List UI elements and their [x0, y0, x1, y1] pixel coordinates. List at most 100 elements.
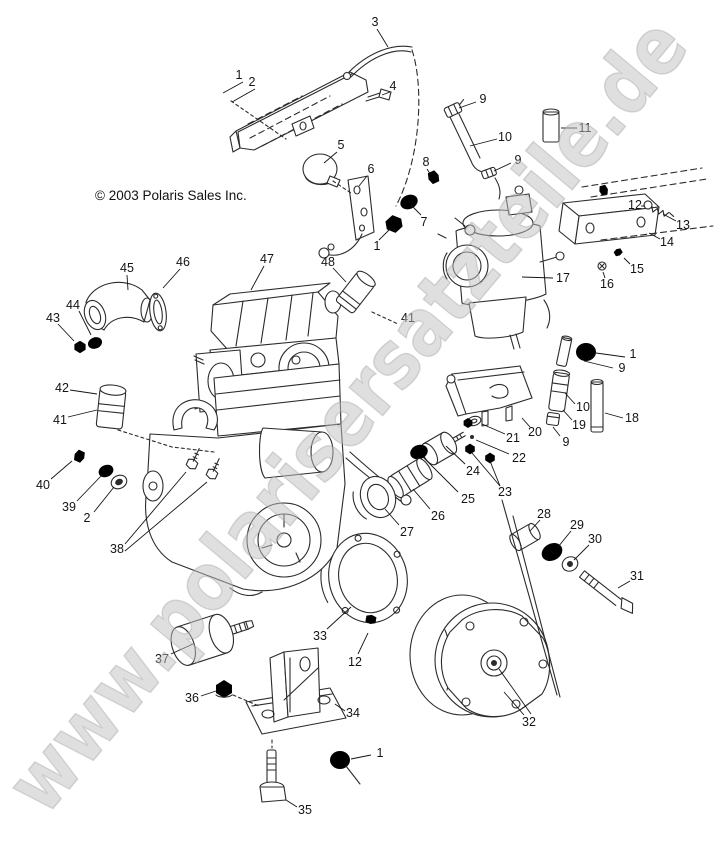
part-callout-30: 30	[588, 532, 602, 546]
leader-line-10	[469, 138, 498, 147]
part-callout-16: 16	[600, 277, 614, 291]
leader-line-23	[471, 452, 501, 487]
part-callout-44: 44	[66, 298, 80, 312]
vent-hose	[342, 45, 420, 207]
leader-line-39	[76, 474, 103, 502]
part-callout-9: 9	[515, 153, 522, 167]
part-callout-33: 33	[313, 629, 327, 643]
leader-line-16	[602, 271, 606, 279]
leader-line-21	[481, 423, 506, 435]
part-callout-6: 6	[368, 162, 375, 176]
rear-mount-parts	[352, 431, 466, 520]
leader-line-28	[529, 519, 541, 532]
part-callout-36: 36	[185, 691, 199, 705]
part-callout-42: 42	[55, 381, 69, 395]
fuel-valve-assembly	[545, 335, 604, 433]
part-callout-23: 23	[498, 485, 512, 499]
leader-line-5	[323, 151, 338, 164]
leader-line-7	[410, 204, 422, 216]
leader-line-27	[384, 508, 400, 526]
leader-line-3	[376, 28, 389, 48]
leader-line-38	[124, 471, 187, 545]
leader-line-15	[623, 257, 631, 265]
part-callout-1: 1	[374, 239, 381, 253]
leader-line-1	[378, 228, 391, 241]
upper-mount-and-bracket	[302, 153, 442, 259]
leader-line-45	[126, 274, 129, 291]
leader-line-2	[231, 88, 256, 103]
part-callout-27: 27	[400, 525, 414, 539]
water-pump-cover	[409, 594, 551, 718]
leader-line-8	[426, 168, 432, 176]
part-callout-10: 10	[498, 130, 512, 144]
leader-line-10	[564, 392, 576, 405]
leader-line-42	[69, 389, 98, 395]
part-callout-29: 29	[570, 518, 584, 532]
leader-line-34	[334, 703, 346, 712]
heat-shield	[445, 365, 533, 464]
intake-elbow-and-flange	[74, 281, 167, 354]
part-callout-25: 25	[461, 492, 475, 506]
leader-line-38	[124, 481, 208, 552]
leader-line-17	[521, 276, 554, 279]
leader-lines-layer	[50, 28, 677, 808]
part-callout-9: 9	[480, 92, 487, 106]
leader-line-41	[67, 409, 98, 418]
leader-line-9	[552, 426, 561, 437]
part-callout-2: 2	[84, 511, 91, 525]
carb-boot	[335, 270, 376, 314]
leader-line-32	[503, 691, 525, 716]
part-callout-10: 10	[576, 400, 590, 414]
leader-line-20	[521, 417, 531, 428]
leader-line-22	[475, 439, 510, 455]
leader-line-19	[562, 409, 573, 421]
part-callout-19: 19	[572, 418, 586, 432]
leader-line-30	[573, 544, 590, 561]
leader-line-23	[489, 460, 501, 487]
part-callout-38: 38	[110, 542, 124, 556]
leader-line-31	[617, 580, 631, 589]
leader-line-35	[285, 799, 298, 808]
part-callout-13: 13	[676, 218, 690, 232]
leader-line-9	[493, 162, 512, 172]
leader-line-44	[78, 310, 92, 336]
part-callout-32: 32	[522, 715, 536, 729]
frame-rail	[229, 71, 369, 153]
leader-line-1	[595, 352, 626, 358]
part-callout-41: 41	[401, 311, 415, 325]
leader-line-37	[170, 643, 194, 655]
part-callout-28: 28	[537, 507, 551, 521]
part-callout-24: 24	[466, 464, 480, 478]
part-callout-21: 21	[506, 431, 520, 445]
part-callout-45: 45	[120, 261, 134, 275]
part-callout-1: 1	[377, 746, 384, 760]
gasket-ring	[320, 532, 408, 642]
part-callout-3: 3	[372, 15, 379, 29]
leader-line-1	[350, 754, 372, 760]
part-callout-1: 1	[236, 68, 243, 82]
part-callout-47: 47	[260, 252, 274, 266]
part-callout-12: 12	[348, 655, 362, 669]
part-callout-40: 40	[36, 478, 50, 492]
leader-line-9	[458, 101, 477, 109]
part-callout-26: 26	[431, 509, 445, 523]
part-callout-17: 17	[556, 271, 570, 285]
leader-line-4	[381, 91, 391, 96]
part-callout-11: 11	[579, 121, 592, 135]
part-callout-9: 9	[619, 361, 626, 375]
leader-line-6	[358, 175, 368, 187]
part-callout-8: 8	[423, 155, 430, 169]
leader-line-9	[583, 360, 614, 369]
part-callout-14: 14	[660, 235, 674, 249]
assembly-guide-lines	[501, 499, 561, 698]
part-callout-37: 37	[155, 652, 169, 666]
part-callout-4: 4	[390, 79, 397, 93]
breather-hose	[95, 311, 399, 453]
part-callout-9: 9	[563, 435, 570, 449]
part-callout-39: 39	[62, 500, 76, 514]
part-callout-15: 15	[630, 262, 644, 276]
leader-line-18	[604, 412, 624, 419]
